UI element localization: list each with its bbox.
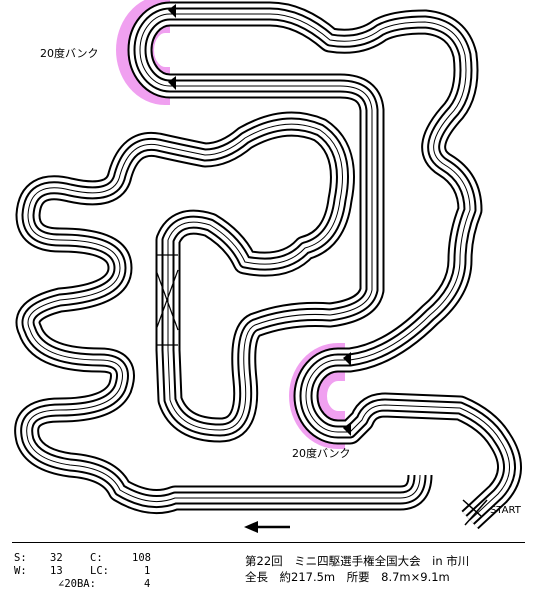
bank-label-lower: 20度バンク <box>292 447 351 460</box>
stat-w-key: W: <box>14 565 27 577</box>
event-title: 第22回 ミニ四駆選手権全国大会 in 市川 <box>245 554 470 568</box>
stat-s-value: 32 <box>50 552 63 564</box>
stat-bank-key: ∠20BA: <box>58 578 96 590</box>
course-dimensions: 全長 約217.5m 所要 8.7m×9.1m <box>245 570 450 584</box>
bank-markers <box>168 4 351 436</box>
stat-c-value: 108 <box>132 552 151 564</box>
triangle-icon <box>343 352 351 366</box>
triangle-icon <box>168 4 176 18</box>
left-arrow-icon <box>244 521 290 533</box>
track-lanes <box>14 1 522 530</box>
divider <box>12 542 525 543</box>
lane-change-crossover <box>155 254 179 346</box>
stat-w-value: 13 <box>50 565 63 577</box>
triangle-icon <box>343 422 351 436</box>
stat-bank-value: 4 <box>144 578 151 590</box>
start-label: START <box>490 505 521 516</box>
track-lane-gap-inner <box>22 9 514 524</box>
stat-lc-key: LC: <box>90 565 109 577</box>
triangle-icon <box>168 76 176 90</box>
bank-label-upper: 20度バンク <box>40 47 99 60</box>
course-info: 第22回 ミニ四駆選手権全国大会 in 市川 全長 約217.5m 所要 8.7… <box>245 553 469 585</box>
track-center-line <box>26 13 510 521</box>
stat-lc-value: 1 <box>144 565 151 577</box>
stat-s-key: S: <box>14 552 27 564</box>
start-line <box>462 499 488 526</box>
stat-c-key: C: <box>90 552 103 564</box>
